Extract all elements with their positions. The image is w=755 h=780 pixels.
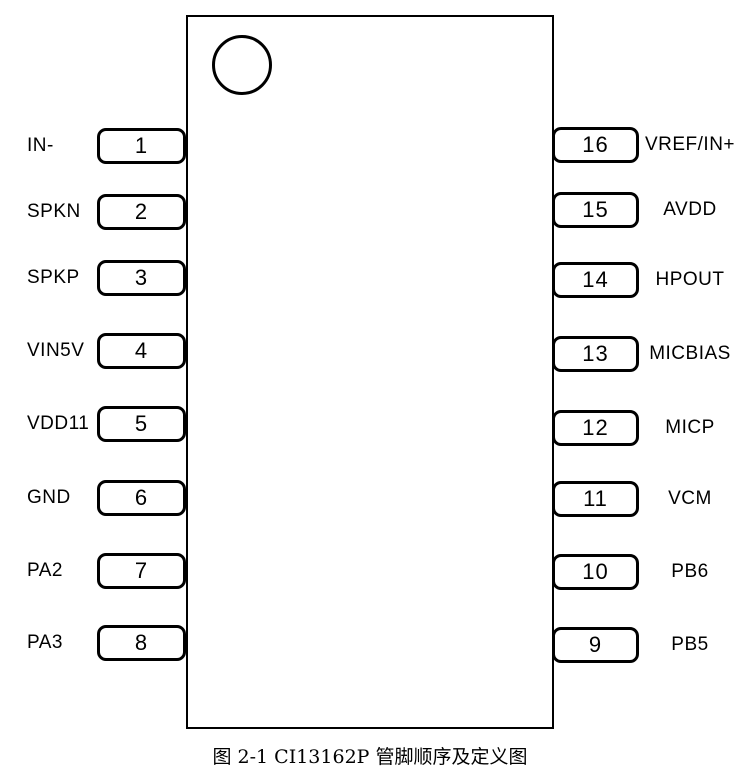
pin-row-11: 11 VCM (552, 481, 755, 517)
pin-label: IN- (27, 135, 54, 156)
pin-row-9: 9 PB5 (552, 627, 755, 663)
pin-row-6: GND 6 (0, 480, 186, 516)
pin-number: 11 (583, 486, 608, 511)
pin-number: 2 (134, 199, 149, 224)
pin-row-7: PA2 7 (0, 553, 186, 589)
pin-number: 12 (582, 415, 609, 440)
pin-number: 15 (582, 197, 609, 222)
pin-box: 11 (552, 481, 639, 517)
pin-number: 1 (134, 133, 149, 158)
pin-label: VREF/IN+ (644, 134, 736, 155)
pin-row-1: IN- 1 (0, 128, 186, 164)
pin-row-4: VIN5V 4 (0, 333, 186, 369)
pin-box: 8 (97, 625, 186, 661)
pin1-marker-icon (212, 35, 272, 95)
pin-number: 4 (134, 338, 149, 363)
pin-number: 3 (134, 265, 149, 290)
pin-box: 6 (97, 480, 186, 516)
pin-label: MICBIAS (649, 343, 731, 364)
pin-box: 9 (552, 627, 639, 663)
pin-label: MICP (665, 417, 715, 438)
pin-box: 14 (552, 262, 639, 298)
pin-label: VIN5V (27, 340, 85, 361)
pin-label: AVDD (663, 199, 717, 220)
pin-box: 13 (552, 336, 639, 372)
pin-row-14: 14 HPOUT (552, 262, 755, 298)
pin-number: 8 (134, 630, 149, 655)
pin-number: 16 (582, 132, 609, 157)
pin-row-12: 12 MICP (552, 410, 755, 446)
pin-label: SPKP (27, 267, 80, 288)
figure-caption: 图 2-1 CI13162P 管脚顺序及定义图 (212, 746, 528, 768)
pin-label: PA2 (27, 560, 64, 581)
pin-label: PA3 (27, 632, 64, 653)
chip-body (186, 15, 554, 729)
pin-box: 16 (552, 127, 639, 163)
pin-number: 5 (134, 411, 149, 436)
pin-box: 15 (552, 192, 639, 228)
pin-box: 2 (97, 194, 186, 230)
pin-row-10: 10 PB6 (552, 554, 755, 590)
pin-row-8: PA3 8 (0, 625, 186, 661)
pin-label: VCM (668, 488, 712, 509)
pin-row-3: SPKP 3 (0, 260, 186, 296)
pin-number: 10 (582, 559, 609, 584)
pin-row-15: 15 AVDD (552, 192, 755, 228)
pin-number: 9 (588, 632, 603, 657)
pin-label: PB6 (671, 561, 709, 582)
pin-box: 1 (97, 128, 186, 164)
pin-row-16: 16 VREF/IN+ (552, 127, 755, 163)
pin-label: GND (27, 487, 71, 508)
pin-box: 10 (552, 554, 639, 590)
pin-row-2: SPKN 2 (0, 194, 186, 230)
pin-box: 7 (97, 553, 186, 589)
pin-box: 4 (97, 333, 186, 369)
pin-number: 7 (134, 558, 149, 583)
pin-box: 3 (97, 260, 186, 296)
pin-label: VDD11 (27, 413, 90, 434)
pin-label: SPKN (27, 201, 81, 222)
pin-number: 14 (582, 267, 609, 292)
pin-box: 5 (97, 406, 186, 442)
pin-row-13: 13 MICBIAS (552, 336, 755, 372)
pin-row-5: VDD11 5 (0, 406, 186, 442)
pin-label: HPOUT (655, 269, 725, 290)
pin-number: 13 (582, 341, 609, 366)
pin-label: PB5 (671, 634, 709, 655)
pin-number: 6 (134, 485, 149, 510)
pin-box: 12 (552, 410, 639, 446)
